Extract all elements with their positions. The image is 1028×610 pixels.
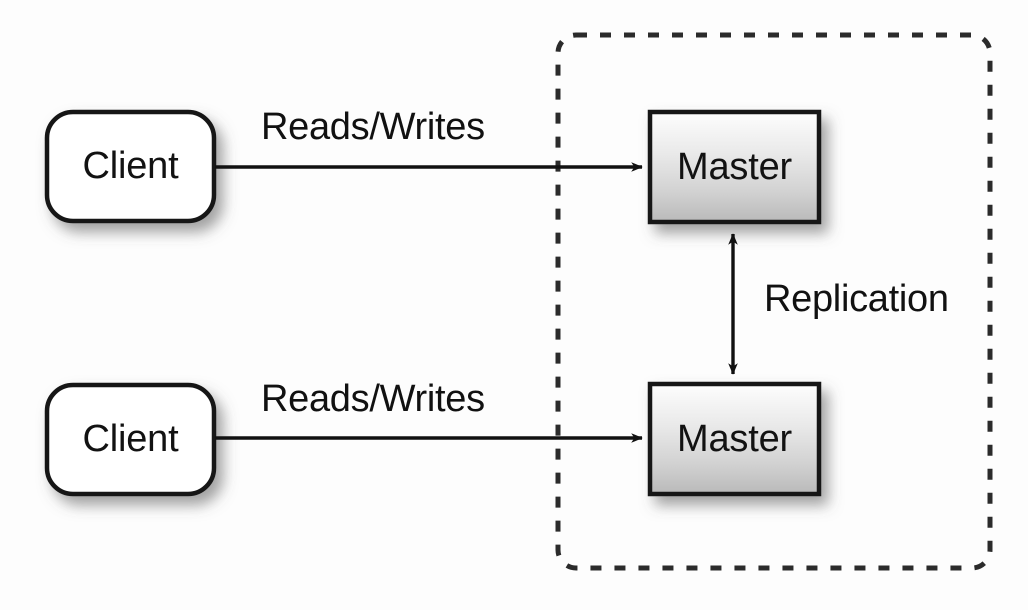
node-client-bottom[interactable] bbox=[47, 385, 214, 494]
node-client-top[interactable] bbox=[47, 112, 214, 221]
node-client-top-shape[interactable] bbox=[44, 109, 217, 224]
replication-group-boundary bbox=[555, 32, 993, 571]
node-master-top[interactable] bbox=[650, 112, 819, 222]
node-client-bottom-shape[interactable] bbox=[44, 382, 217, 497]
node-master-top-shape[interactable] bbox=[647, 109, 822, 225]
node-master-bottom[interactable] bbox=[650, 384, 819, 494]
edge-label-reads-writes-top: Reads/Writes bbox=[261, 106, 485, 148]
edge-label-reads-writes-bottom: Reads/Writes bbox=[261, 378, 485, 420]
node-master-bottom-shape[interactable] bbox=[647, 381, 822, 497]
edge-label-replication: Replication bbox=[764, 278, 949, 320]
